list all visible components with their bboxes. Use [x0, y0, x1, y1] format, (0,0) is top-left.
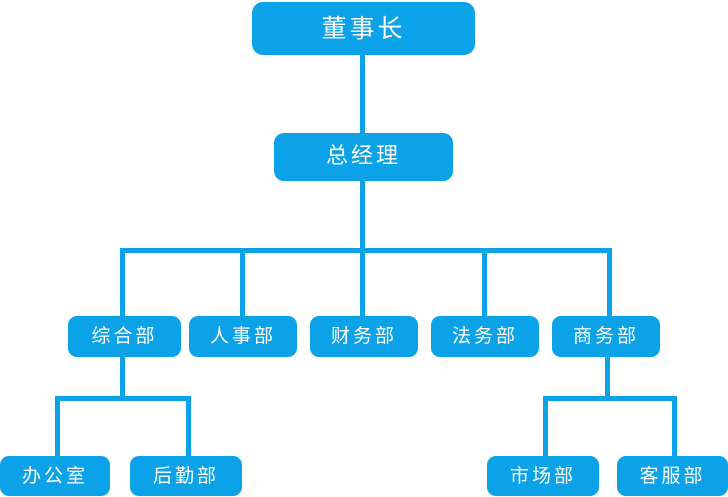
node-unit-logistics[interactable]: 后勤部 — [130, 456, 242, 496]
node-unit-marketing[interactable]: 市场部 — [487, 456, 599, 496]
connector-gm-spine — [360, 180, 365, 250]
connector-business-spine — [605, 356, 610, 398]
connector-drop-customer-service — [672, 396, 677, 458]
connector-drop-legal — [482, 248, 487, 318]
node-general-manager[interactable]: 总经理 — [274, 133, 453, 181]
connector-general-affairs-bus — [55, 396, 191, 401]
node-unit-office[interactable]: 办公室 — [0, 456, 110, 496]
connector-business-bus — [543, 396, 677, 401]
connector-drop-office — [55, 396, 60, 458]
connector-drop-logistics — [186, 396, 191, 458]
connector-drop-general-affairs — [120, 248, 125, 318]
node-dept-human-resources[interactable]: 人事部 — [189, 316, 297, 357]
connector-chairman-to-gm — [360, 54, 365, 134]
connector-general-affairs-spine — [120, 356, 125, 398]
connector-drop-finance — [360, 248, 365, 318]
connector-drop-marketing — [543, 396, 548, 458]
node-dept-finance[interactable]: 财务部 — [310, 316, 418, 357]
node-dept-legal[interactable]: 法务部 — [431, 316, 539, 357]
node-unit-customer-service[interactable]: 客服部 — [617, 456, 728, 496]
connector-drop-business — [607, 248, 612, 318]
connector-departments-bus — [120, 248, 612, 253]
node-chairman[interactable]: 董事长 — [252, 2, 475, 55]
connector-drop-human-resources — [240, 248, 245, 318]
node-dept-business[interactable]: 商务部 — [552, 316, 660, 357]
node-dept-general-affairs[interactable]: 综合部 — [68, 316, 181, 357]
